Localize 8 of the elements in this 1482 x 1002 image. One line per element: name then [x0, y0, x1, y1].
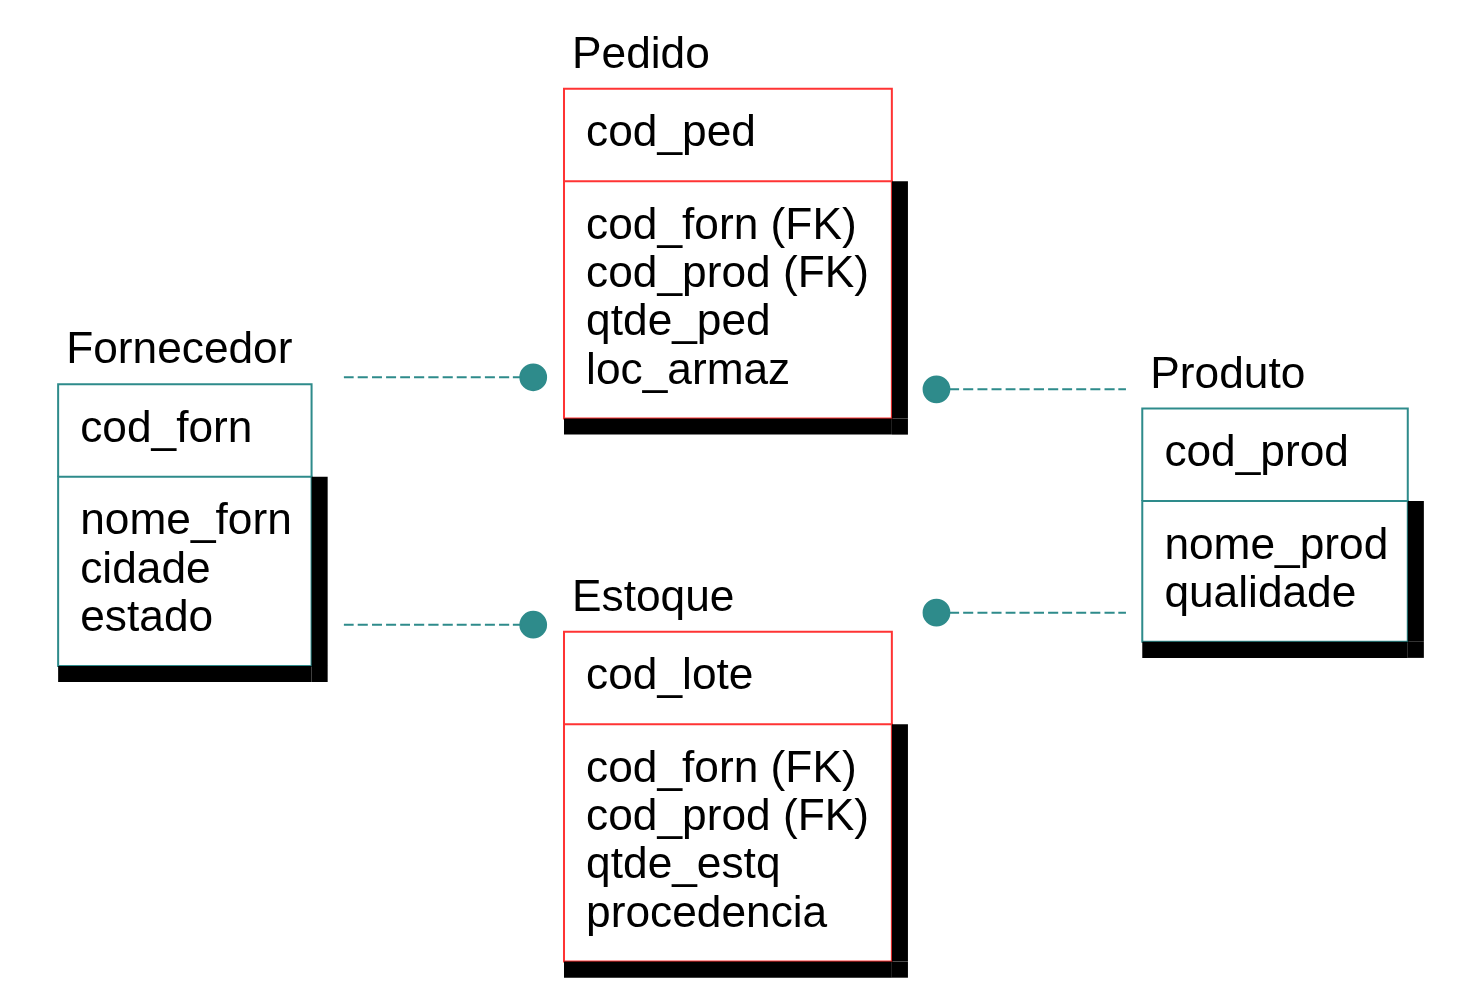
connector — [922, 598, 1126, 627]
node-label: Estoque — [572, 570, 735, 620]
connector — [922, 375, 1126, 404]
node-label: Pedido — [572, 27, 710, 77]
connector — [343, 610, 548, 639]
node-label: Fornecedor — [66, 323, 293, 373]
node-label: Produto — [1150, 347, 1306, 397]
connector — [343, 363, 548, 392]
